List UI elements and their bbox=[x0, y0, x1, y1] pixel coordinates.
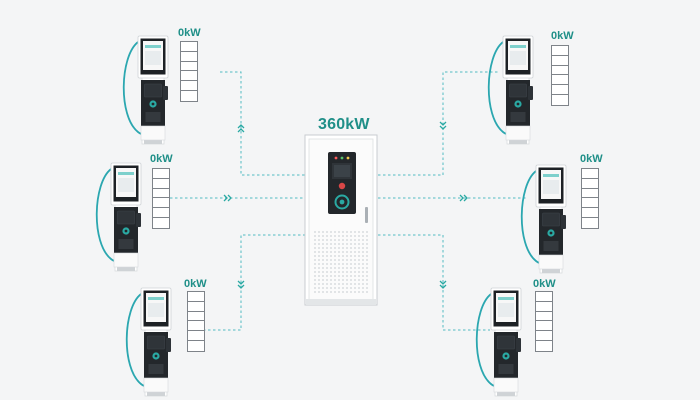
link-top-left bbox=[220, 71, 308, 176]
power-level-bar bbox=[180, 41, 198, 102]
dispenser-power-label: 0kW bbox=[551, 30, 574, 42]
dispenser-bottom-left bbox=[125, 287, 172, 397]
power-level-segment bbox=[188, 341, 204, 351]
arrow-up-left bbox=[237, 124, 245, 133]
power-level-bar bbox=[152, 168, 170, 229]
power-level-segment bbox=[582, 198, 598, 209]
power-level-segment bbox=[582, 179, 598, 189]
power-level-segment bbox=[582, 218, 598, 228]
power-level-segment bbox=[188, 292, 204, 302]
power-level-segment bbox=[582, 169, 598, 179]
power-level-segment bbox=[153, 179, 169, 189]
power-level-segment bbox=[153, 198, 169, 209]
power-level-segment bbox=[188, 312, 204, 322]
power-level-segment bbox=[181, 52, 197, 62]
dispenser-power-label: 0kW bbox=[184, 278, 207, 290]
power-level-segment bbox=[153, 189, 169, 199]
flow-arrows bbox=[223, 121, 468, 289]
dispenser-middle-right bbox=[520, 164, 567, 274]
power-level-segment bbox=[552, 56, 568, 66]
power-level-segment bbox=[552, 66, 568, 76]
power-cabinet bbox=[304, 134, 378, 306]
dispenser-top-right bbox=[487, 35, 534, 145]
power-level-bar bbox=[581, 168, 599, 229]
power-level-segment bbox=[153, 218, 169, 228]
power-level-segment bbox=[181, 42, 197, 52]
main-power-label: 360kW bbox=[318, 116, 370, 133]
dispenser-power-label: 0kW bbox=[580, 153, 603, 165]
power-level-segment bbox=[188, 331, 204, 342]
power-level-segment bbox=[552, 95, 568, 105]
power-level-segment bbox=[582, 189, 598, 199]
link-bottom-right bbox=[373, 234, 490, 331]
ventilation-grille bbox=[314, 231, 368, 293]
connection-lines bbox=[170, 71, 527, 331]
power-level-segment bbox=[188, 321, 204, 332]
dispenser-middle-left bbox=[95, 162, 142, 272]
power-level-segment bbox=[536, 312, 552, 322]
dispenser-top-left bbox=[122, 35, 169, 145]
power-level-segment bbox=[582, 208, 598, 219]
power-level-segment bbox=[536, 302, 552, 312]
dispenser-power-label: 0kW bbox=[533, 278, 556, 290]
power-level-segment bbox=[536, 292, 552, 302]
power-level-segment bbox=[552, 46, 568, 56]
power-level-segment bbox=[153, 169, 169, 179]
power-level-segment bbox=[188, 302, 204, 312]
dispenser-power-label: 0kW bbox=[150, 153, 173, 165]
power-level-segment bbox=[181, 71, 197, 82]
power-level-segment bbox=[536, 331, 552, 342]
dispenser-bottom-right bbox=[475, 287, 522, 397]
arrow-down-right-top bbox=[439, 121, 447, 130]
cabinet-door-handle bbox=[365, 207, 368, 223]
power-level-segment bbox=[536, 321, 552, 332]
link-top-right bbox=[373, 71, 500, 176]
power-level-segment bbox=[552, 85, 568, 96]
power-level-segment bbox=[536, 341, 552, 351]
power-level-bar bbox=[187, 291, 205, 352]
power-level-segment bbox=[552, 75, 568, 86]
power-level-segment bbox=[181, 91, 197, 101]
brand-logo-icon bbox=[334, 194, 350, 210]
power-level-segment bbox=[181, 62, 197, 72]
power-level-segment bbox=[181, 81, 197, 92]
arrow-right-right bbox=[459, 194, 468, 202]
arrow-down-right-bottom bbox=[439, 280, 447, 289]
arrow-right-left bbox=[223, 194, 232, 202]
emergency-stop-icon bbox=[338, 182, 346, 190]
power-level-bar bbox=[551, 45, 569, 106]
power-level-bar bbox=[535, 291, 553, 352]
link-bottom-left bbox=[203, 234, 308, 331]
arrow-down-left bbox=[237, 280, 245, 289]
power-level-segment bbox=[153, 208, 169, 219]
dispenser-power-label: 0kW bbox=[178, 27, 201, 39]
